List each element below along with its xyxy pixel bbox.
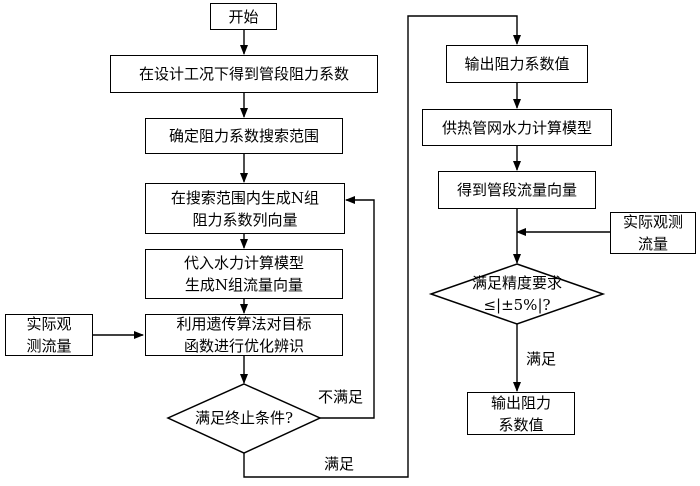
genetic-algorithm-step: 利用遗传算法对目标 函数进行优化辨识 <box>145 314 343 356</box>
generate-vectors-line-2: 阻力系数列向量 <box>192 210 298 229</box>
start-node: 开始 <box>210 3 277 30</box>
final-output-line-2: 系数值 <box>498 415 544 434</box>
start-label: 开始 <box>228 7 259 26</box>
observed-flow-right: 实际观测 流量 <box>610 212 696 254</box>
output-value-label: 输出阻力系数值 <box>464 55 570 73</box>
generate-vectors-line-1: 在搜索范围内生成N组 <box>170 188 320 207</box>
network-model-step: 供热管网水力计算模型 <box>422 109 612 146</box>
design-resistance-step: 在设计工况下得到管段阻力系数 <box>110 55 378 93</box>
hydraulic-model-line-2: 生成N组流量向量 <box>184 276 304 294</box>
accuracy-decision: 满足精度要求 ≤|±5%|? <box>441 272 593 316</box>
final-output-node: 输出阻力 系数值 <box>467 392 575 435</box>
observed-flow-right-line-2: 流量 <box>637 235 668 253</box>
observed-flow-left-line-1: 实际观 <box>26 315 72 333</box>
termination-decision-label: 满足终止条件? <box>194 409 294 427</box>
accuracy-decision-line-2: ≤|±5%|? <box>483 296 551 314</box>
hydraulic-model-line-1: 代入水力计算模型 <box>183 254 304 272</box>
satisfied-bottom-label: 满足 <box>324 455 355 473</box>
final-output-line-1: 输出阻力 <box>490 393 551 412</box>
hydraulic-model-step: 代入水力计算模型 生成N组流量向量 <box>145 249 343 299</box>
genetic-algorithm-line-2: 函数进行优化辨识 <box>183 337 304 355</box>
search-range-label: 确定阻力系数搜索范围 <box>168 127 319 145</box>
not-satisfied-label: 不满足 <box>318 388 364 406</box>
observed-flow-left-line-2: 测流量 <box>26 337 72 355</box>
observed-flow-right-line-1: 实际观测 <box>622 213 683 231</box>
search-range-step: 确定阻力系数搜索范围 <box>145 118 343 154</box>
output-value-step: 输出阻力系数值 <box>446 45 588 83</box>
accuracy-decision-line-1: 满足精度要求 <box>471 274 562 292</box>
design-resistance-label: 在设计工况下得到管段阻力系数 <box>138 65 349 83</box>
satisfied-right-label: 满足 <box>526 350 557 368</box>
network-model-label: 供热管网水力计算模型 <box>441 118 592 137</box>
flow-vector-label: 得到管段流量向量 <box>456 181 577 199</box>
observed-flow-left: 实际观 测流量 <box>5 314 93 356</box>
termination-diamond-shape <box>166 383 322 454</box>
flow-vector-step: 得到管段流量向量 <box>438 171 596 209</box>
termination-decision: 满足终止条件? <box>168 407 320 429</box>
genetic-algorithm-line-1: 利用遗传算法对目标 <box>176 315 312 333</box>
accuracy-diamond-shape <box>428 263 606 325</box>
generate-vectors-step: 在搜索范围内生成N组 阻力系数列向量 <box>145 183 345 234</box>
